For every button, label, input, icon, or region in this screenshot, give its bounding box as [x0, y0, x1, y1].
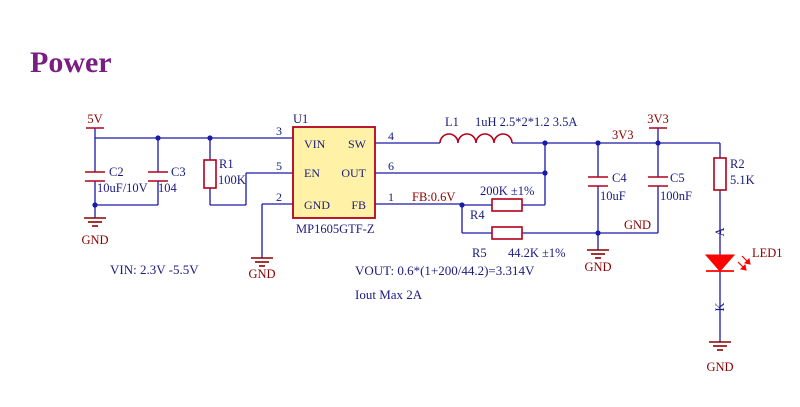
led1-symbol [704, 254, 751, 272]
r4-value: 200K ±1% [480, 184, 534, 198]
ic-pin-name-fb: FB [351, 198, 366, 212]
c4-value: 10uF [600, 189, 626, 203]
net-label-gnd: GND [624, 218, 651, 232]
led1-anode-label: A [713, 227, 727, 236]
gnd-symbol-led [709, 341, 731, 351]
ic-pin-name-sw: SW [348, 137, 367, 151]
port-3v3-label: 3V3 [647, 112, 669, 126]
ic-pin-num-4: 4 [388, 129, 394, 143]
gnd-symbol-ic [251, 257, 273, 267]
page-title: Power [30, 46, 112, 79]
net-label-3v3: 3V3 [612, 128, 634, 142]
wires [94, 128, 721, 342]
r1-ref: R1 [219, 157, 234, 171]
led1-arrowhead-1 [739, 263, 747, 271]
gnd-label-ic: GND [248, 267, 275, 281]
ic-pin-num-3: 3 [276, 124, 282, 138]
r1-value: 100K [218, 173, 246, 187]
l1-coil [439, 133, 513, 144]
led1-ref: LED1 [752, 246, 783, 260]
gnd-symbol-left [84, 217, 106, 227]
c2-ref: C2 [109, 165, 124, 179]
r2-ref: R2 [730, 157, 745, 171]
junction-gnd-c4 [595, 230, 601, 236]
c2-value: 10uF/10V [97, 181, 148, 195]
r4-ref: R4 [470, 208, 485, 222]
r5-body [491, 226, 523, 240]
ic-u1-body [292, 126, 376, 219]
ic-pin-num-5: 5 [276, 159, 282, 173]
gnd-symbol-c4 [587, 249, 609, 259]
c4-ref: C4 [612, 171, 627, 185]
port-5v-label: 5V [87, 112, 102, 126]
led1-triangle [704, 254, 736, 272]
junction-c5 [655, 140, 661, 146]
c3-ref: C3 [171, 165, 186, 179]
junctions [92, 135, 661, 236]
junction-cap-gnd [92, 202, 98, 208]
components [85, 133, 727, 240]
r1-body [203, 159, 217, 189]
gnd-label-c4: GND [584, 260, 611, 274]
junction-out [542, 170, 548, 176]
junction-r1 [207, 135, 213, 141]
ic-pin-name-vin: VIN [304, 137, 326, 151]
note-iout: Iout Max 2A [355, 287, 423, 302]
r5-ref: R5 [472, 246, 487, 260]
junction-l1-out [542, 140, 548, 146]
junction-c3 [155, 135, 161, 141]
r2-body [713, 157, 727, 191]
c5-value: 100nF [660, 189, 692, 203]
ground-symbols [84, 217, 731, 351]
net-label-fb: FB:0.6V [412, 190, 455, 204]
ic-pin-name-out: OUT [341, 166, 366, 180]
l1-ref: L1 [445, 115, 459, 129]
ic-pin-name-gnd: GND [304, 198, 330, 212]
ic-pin-name-en: EN [304, 166, 320, 180]
c5-ref: C5 [670, 171, 685, 185]
l1-value: 1uH 2.5*2*1.2 3.5A [475, 115, 577, 129]
r5-value: 44.2K ±1% [508, 246, 566, 260]
junction-fb [459, 202, 465, 208]
led1-cathode-label: K [713, 302, 727, 311]
gnd-label-left: GND [81, 233, 108, 247]
note-vout: VOUT: 0.6*(1+200/44.2)=3.314V [355, 263, 535, 278]
r4-body [491, 198, 523, 212]
ic-part-number: MP1605GTF-Z [296, 222, 374, 236]
junction-c4 [595, 140, 601, 146]
r2-value: 5.1K [730, 173, 755, 187]
ic-ref: U1 [293, 112, 308, 126]
ic-pin-num-1: 1 [388, 190, 394, 204]
c3-value: 104 [158, 181, 178, 195]
ic-pin-num-6: 6 [388, 159, 394, 173]
gnd-label-led: GND [706, 360, 733, 374]
ic-pin-num-2: 2 [276, 190, 282, 204]
note-vin: VIN: 2.3V -5.5V [110, 262, 199, 277]
led1-arrowhead-2 [743, 257, 751, 265]
